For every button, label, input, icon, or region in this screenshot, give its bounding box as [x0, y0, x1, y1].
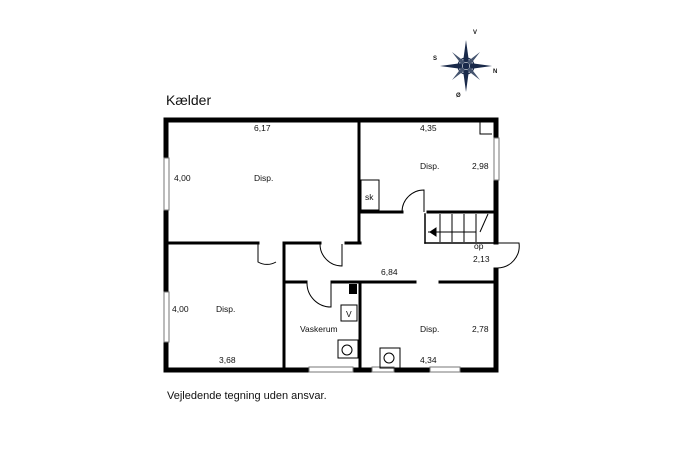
drain-icon [341, 344, 353, 356]
boiler-icon [383, 352, 395, 364]
doors [257, 189, 520, 308]
room1-depth: 4,00 [174, 173, 191, 183]
compass-west-label: S [433, 56, 437, 62]
room5-width: 4,34 [420, 355, 437, 365]
stairs-width: 2,13 [473, 254, 490, 264]
room3-width: 3,68 [219, 355, 236, 365]
boiler-box [379, 347, 401, 369]
floor-drain [337, 339, 359, 359]
room3-name: Disp. [216, 304, 235, 314]
room2-depth: 2,98 [472, 161, 489, 171]
floor-title: Kælder [166, 92, 212, 108]
disclaimer-text: Vejledende tegning uden ansvar. [167, 390, 327, 402]
room5-depth: 2,78 [472, 324, 489, 334]
closet-label: sk [365, 192, 374, 202]
room1-name: Disp. [254, 173, 273, 183]
room1-width: 6,17 [254, 123, 271, 133]
windows [163, 137, 500, 373]
room5-name: Disp. [420, 324, 439, 334]
room2-width: 4,35 [420, 123, 437, 133]
staircase [428, 213, 489, 242]
washer-box [340, 304, 358, 322]
compass-rose: V N Ø S [433, 30, 497, 99]
fixture-label: V [346, 309, 352, 319]
closet [360, 179, 380, 211]
room4-name: Vaskerum [300, 324, 338, 334]
chimney-block [349, 284, 357, 294]
corner-mark [479, 122, 492, 135]
compass-east-label: N [493, 69, 497, 75]
stairs-label: op [474, 241, 484, 251]
room3-depth: 4,00 [172, 304, 189, 314]
room2-name: Disp. [420, 161, 439, 171]
hall-length: 6,84 [381, 267, 398, 277]
compass-north-label: V [473, 30, 477, 36]
compass-south-label: Ø [456, 93, 461, 99]
